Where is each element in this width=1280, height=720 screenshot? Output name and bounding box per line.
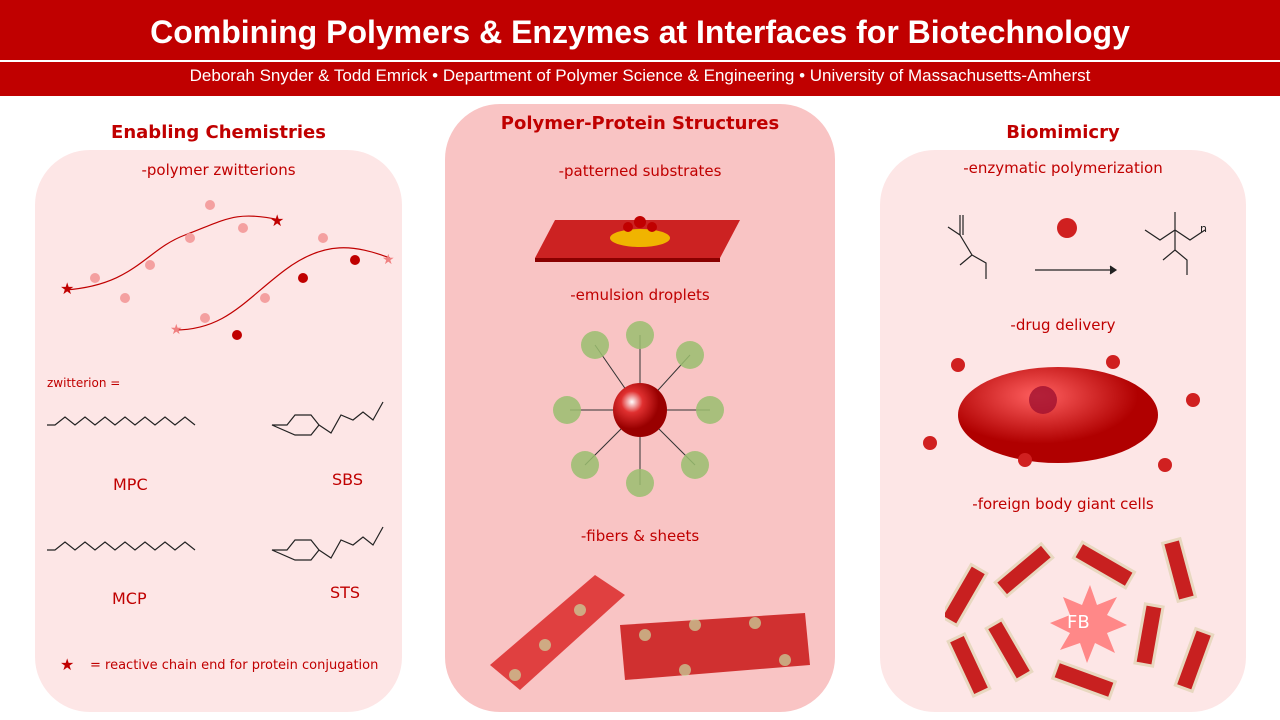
drug-delivery-illustration xyxy=(923,355,1200,472)
item-foreign-body-giant-cells: -foreign body giant cells xyxy=(972,495,1154,513)
header-banner: Combining Polymers & Enzymes at Interfac… xyxy=(0,0,1280,96)
enzymatic-polymerization-scheme xyxy=(947,212,1206,279)
fb-label: FB xyxy=(1067,612,1090,633)
svg-text:★: ★ xyxy=(382,252,395,268)
heading-biomimicry: Biomimicry xyxy=(1006,122,1120,143)
item-polymer-zwitterions: -polymer zwitterions xyxy=(141,161,296,179)
label-mcp: MCP xyxy=(112,589,147,608)
zwitterion-label: zwitterion = xyxy=(47,376,121,390)
item-enzymatic-polymerization: -enzymatic polymerization xyxy=(963,159,1163,177)
zwitterion-structures xyxy=(47,401,384,561)
svg-text:★: ★ xyxy=(60,279,74,298)
fibers-sheets-illustration xyxy=(490,575,810,690)
poster-authors: Deborah Snyder & Todd Emrick • Departmen… xyxy=(189,66,1091,85)
star-icon: ★ xyxy=(60,655,75,674)
item-fibers-sheets: -fibers & sheets xyxy=(580,527,700,545)
label-mpc: MPC xyxy=(113,475,148,494)
item-drug-delivery: -drug delivery xyxy=(1010,316,1116,334)
label-sts: STS xyxy=(330,583,361,602)
heading-enabling-chemistries: Enabling Chemistries xyxy=(111,122,326,143)
panel-enabling-chemistries xyxy=(35,150,402,712)
header-divider xyxy=(0,60,1280,62)
zwitterion-chains-illustration: ★ ★ ★ ★ xyxy=(60,200,395,340)
emulsion-droplet-illustration xyxy=(553,321,724,497)
item-patterned-substrates: -patterned substrates xyxy=(558,162,722,180)
item-emulsion-droplets: -emulsion droplets xyxy=(570,286,710,304)
svg-text:★: ★ xyxy=(270,211,284,230)
foreign-body-giant-cells-illustration xyxy=(945,536,1215,701)
svg-text:★: ★ xyxy=(170,322,183,338)
poster-title: Combining Polymers & Enzymes at Interfac… xyxy=(150,14,1130,50)
patterned-substrate-illustration xyxy=(535,216,740,262)
legend-reactive-chain-end: = reactive chain end for protein conjuga… xyxy=(90,658,379,673)
heading-polymer-protein-structures: Polymer-Protein Structures xyxy=(500,113,780,134)
subscript-n: n xyxy=(1200,222,1207,235)
label-sbs: SBS xyxy=(332,470,364,489)
